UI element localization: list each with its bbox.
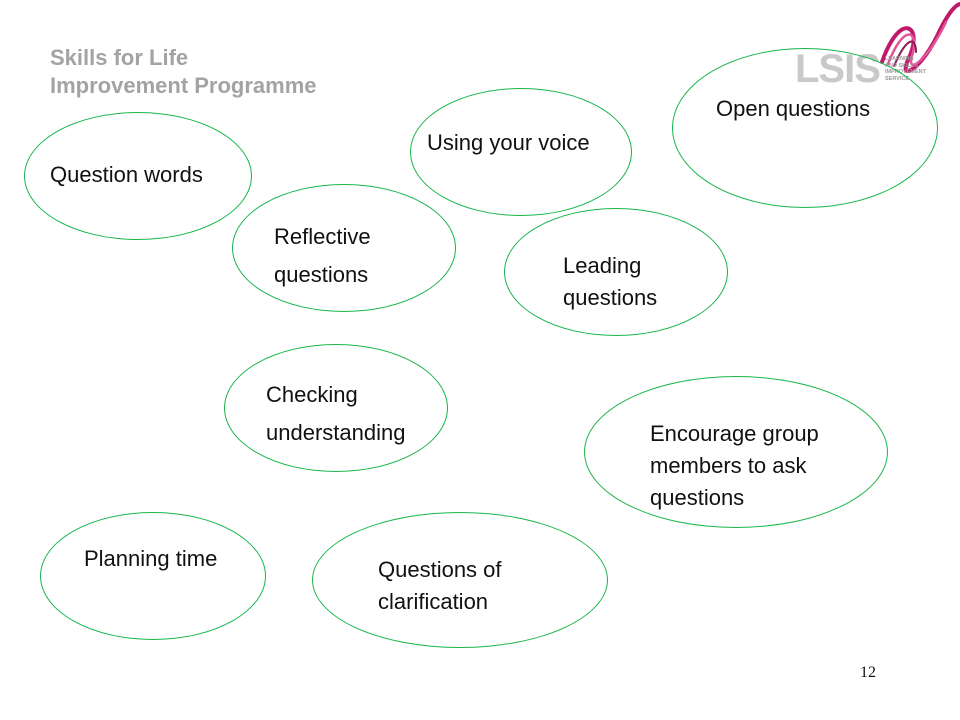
label-questions-of-clarification: Questions of clarification [378,554,502,618]
label-line: understanding [266,420,406,445]
label-line: Reflective [274,224,371,249]
page-number: 12 [860,664,876,681]
label-line: Question words [50,162,203,187]
label-line: members to ask [650,453,807,478]
bubble-reflective-questions [232,184,456,312]
bubble-open-questions [672,48,938,208]
bubble-using-your-voice [410,88,632,216]
ribbon-swirl-icon [880,2,960,73]
label-open-questions: Open questions [716,96,870,122]
bubble-leading-questions [504,208,728,336]
label-line: Planning time [84,546,218,571]
logo-tagline-line: IMPROVEMENT [885,69,926,75]
bubble-checking-understanding [224,344,448,472]
header-line-1: Skills for Life [50,45,189,70]
label-line: Encourage group [650,421,819,446]
label-reflective-questions: Reflective questions [274,218,371,294]
bubble-encourage-group [584,376,888,528]
header-line-2: Improvement Programme [50,73,317,98]
bubble-question-words [24,112,252,240]
bubble-questions-of-clarification [312,512,608,648]
slide-header: Skills for Life Improvement Programme [50,44,317,100]
label-leading-questions: Leading questions [563,250,657,314]
bubble-planning-time [40,512,266,640]
logo-tagline-line: LEARNING [885,56,914,62]
label-line: Checking [266,382,358,407]
label-line: questions [650,485,745,510]
label-line: questions [274,262,369,287]
label-line: clarification [378,589,489,614]
label-line: questions [563,285,658,310]
label-encourage-group: Encourage group members to ask questions [650,418,819,514]
label-question-words: Question words [50,162,203,188]
label-line: Leading [563,253,642,278]
logo-tagline-line: AND SKILLS [885,62,918,69]
label-line: Using your voice [427,130,590,155]
label-using-your-voice: Using your voice [427,130,590,156]
label-line: Questions of [378,557,502,582]
label-planning-time: Planning time [84,546,217,572]
label-line: Open questions [716,96,871,121]
label-checking-understanding: Checking understanding [266,376,405,452]
